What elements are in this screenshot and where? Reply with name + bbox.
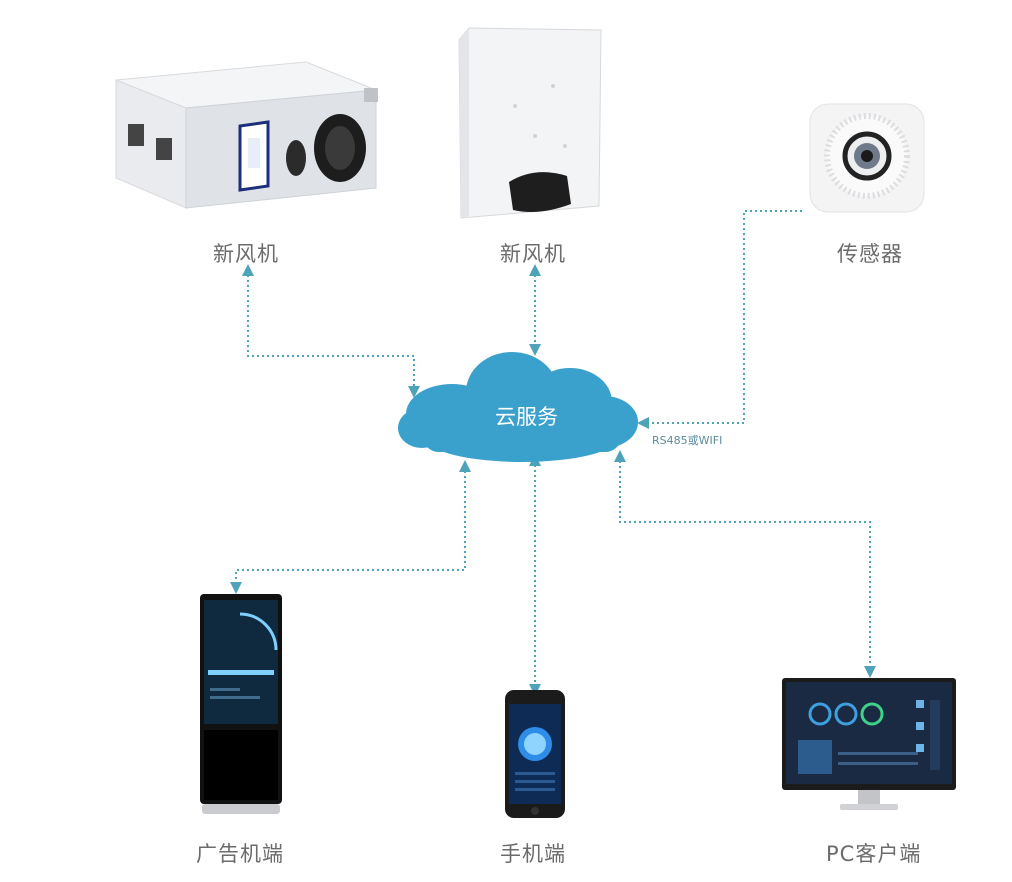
pc-monitor-image (782, 678, 956, 810)
ad-terminal-image (200, 594, 282, 814)
link-sensor-cloud (637, 210, 802, 429)
ad-terminal-label: 广告机端 (196, 842, 284, 866)
sensor-protocol-label: RS485或WIFI (652, 434, 723, 447)
phone-label: 手机端 (500, 842, 566, 866)
sensor-image (809, 103, 925, 213)
cloud-shape (398, 352, 638, 462)
link-cloud-ad-terminal (230, 460, 471, 594)
fresh-air-unit-1-label: 新风机 (213, 242, 279, 266)
pc-client-label: PC客户端 (826, 842, 922, 866)
fresh-air-unit-2-label: 新风机 (500, 242, 566, 266)
fresh-air-unit-1-image (115, 61, 378, 209)
cloud-service-label: 云服务 (495, 405, 558, 429)
fresh-air-unit-2-image (458, 27, 602, 219)
link-fresh-air-1-cloud (242, 264, 420, 398)
sensor-label: 传感器 (837, 242, 903, 266)
phone-image (505, 690, 565, 818)
link-cloud-pc (614, 450, 876, 678)
